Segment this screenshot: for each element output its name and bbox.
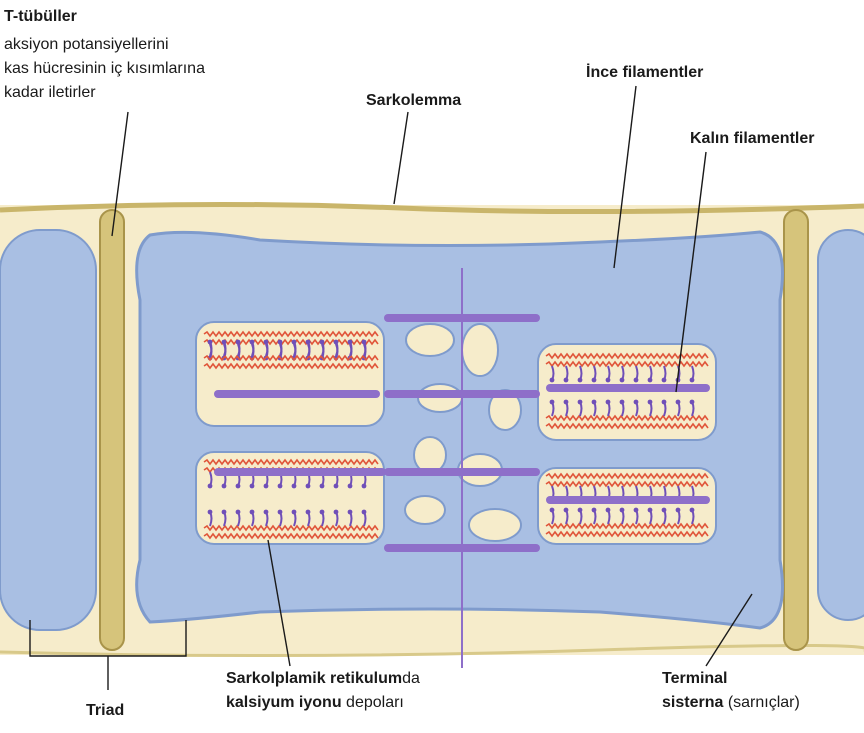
label-terminal: Terminal (662, 668, 728, 690)
myosin-head-tip (690, 378, 695, 383)
myosin-head-tip (606, 400, 611, 405)
myosin-head-tip (648, 378, 653, 383)
thick-filament (214, 390, 380, 398)
t-tubule-left (100, 210, 124, 650)
myosin-head-tip (578, 400, 583, 405)
label-sarcoplasmic-reticulum: Sarkolplamik retikulumda (226, 668, 420, 690)
myosin-head-tip (278, 340, 283, 345)
myosin-head-tip (564, 508, 569, 513)
label-triad: Triad (86, 700, 124, 722)
myosin-head-tip (250, 510, 255, 515)
myosin-head-tip (236, 484, 241, 489)
label-t-tubules-desc-2: kas hücresinin iç kısımlarına (4, 58, 205, 80)
label-thick-filaments: Kalın filamentler (690, 128, 814, 150)
myosin-head-tip (662, 508, 667, 513)
opening-bottom-left (196, 452, 384, 544)
myosin-head-tip (334, 510, 339, 515)
thick-filament (546, 384, 710, 392)
myosin-head-tip (578, 508, 583, 513)
myosin-head-tip (592, 378, 597, 383)
reticulum-right-lobe (818, 230, 864, 620)
label-t-tubules-desc-3: kadar iletirler (4, 82, 96, 104)
myosin-head-tip (264, 484, 269, 489)
myosin-head-tip (634, 400, 639, 405)
myosin-head-tip (208, 484, 213, 489)
myosin-head-tip (292, 484, 297, 489)
opening-top-left (196, 322, 384, 426)
myosin-head-tip (320, 510, 325, 515)
myosin-head-tip (292, 340, 297, 345)
myosin-head-tip (320, 340, 325, 345)
myosin-head-tip (236, 340, 241, 345)
myosin-head-tip (292, 510, 297, 515)
myosin-head-tip (250, 340, 255, 345)
label-sr-suffix: da (402, 670, 420, 687)
myosin-head-tip (550, 400, 555, 405)
myosin-head-tip (362, 484, 367, 489)
thick-filament (546, 496, 710, 504)
myosin-head-tip (348, 510, 353, 515)
myosin-head-tip (306, 510, 311, 515)
myosin-head-tip (264, 510, 269, 515)
myosin-head-tip (592, 508, 597, 513)
label-cisterna-suffix: (sarnıçlar) (723, 694, 799, 711)
label-terminal-cisterna: sisterna (sarnıçlar) (662, 692, 800, 714)
label-ca-suffix: depoları (342, 694, 404, 711)
myosin-head-tip (648, 400, 653, 405)
myosin-head-tip (306, 340, 311, 345)
myosin-head-tip (662, 400, 667, 405)
myosin-head-tip (550, 378, 555, 383)
myosin-head-tip (620, 400, 625, 405)
myosin-head-tip (564, 400, 569, 405)
myosin-head-tip (278, 484, 283, 489)
label-t-tubules: T-tübüller (4, 6, 77, 28)
myosin-head-tip (208, 340, 213, 345)
myosin-head-tip (278, 510, 283, 515)
label-calcium-stores: kalsiyum iyonu depoları (226, 692, 404, 714)
myosin-head-tip (690, 400, 695, 405)
myosin-head-tip (592, 400, 597, 405)
myosin-head-tip (648, 508, 653, 513)
myosin-head-tip (222, 484, 227, 489)
myosin-head-tip (620, 378, 625, 383)
myosin-head-tip (264, 340, 269, 345)
label-sarcolemma: Sarkolemma (366, 90, 461, 112)
myosin-head-tip (334, 484, 339, 489)
myosin-head-tip (564, 378, 569, 383)
myosin-head-tip (620, 508, 625, 513)
myosin-head-tip (334, 340, 339, 345)
myosin-head-tip (634, 508, 639, 513)
myosin-head-tip (578, 378, 583, 383)
label-t-tubules-desc-1: aksiyon potansiyellerini (4, 34, 169, 56)
myosin-head-tip (362, 510, 367, 515)
reticulum-left-lobe (0, 230, 96, 630)
myosin-head-tip (320, 484, 325, 489)
t-tubule-right (784, 210, 808, 650)
myosin-head-tip (250, 484, 255, 489)
label-ca-bold: kalsiyum iyonu (226, 694, 342, 711)
myosin-head-tip (676, 400, 681, 405)
label-thin-filaments: İnce filamentler (586, 62, 703, 84)
leader-sarcolemma (394, 112, 408, 204)
myosin-head-tip (690, 508, 695, 513)
myosin-head-tip (662, 378, 667, 383)
myosin-head-tip (606, 378, 611, 383)
myosin-head-tip (348, 340, 353, 345)
myosin-head-tip (362, 340, 367, 345)
myosin-head-tip (208, 510, 213, 515)
myosin-head-tip (222, 340, 227, 345)
myosin-head-tip (306, 484, 311, 489)
myosin-head-tip (634, 378, 639, 383)
myosin-head-tip (236, 510, 241, 515)
label-cisterna-bold: sisterna (662, 694, 723, 711)
myosin-head-tip (606, 508, 611, 513)
myosin-head-tip (550, 508, 555, 513)
label-sr-bold: Sarkolplamik retikulum (226, 670, 402, 687)
myosin-head-tip (348, 484, 353, 489)
myosin-head-tip (222, 510, 227, 515)
myosin-head-tip (676, 508, 681, 513)
thick-filament (214, 468, 386, 476)
